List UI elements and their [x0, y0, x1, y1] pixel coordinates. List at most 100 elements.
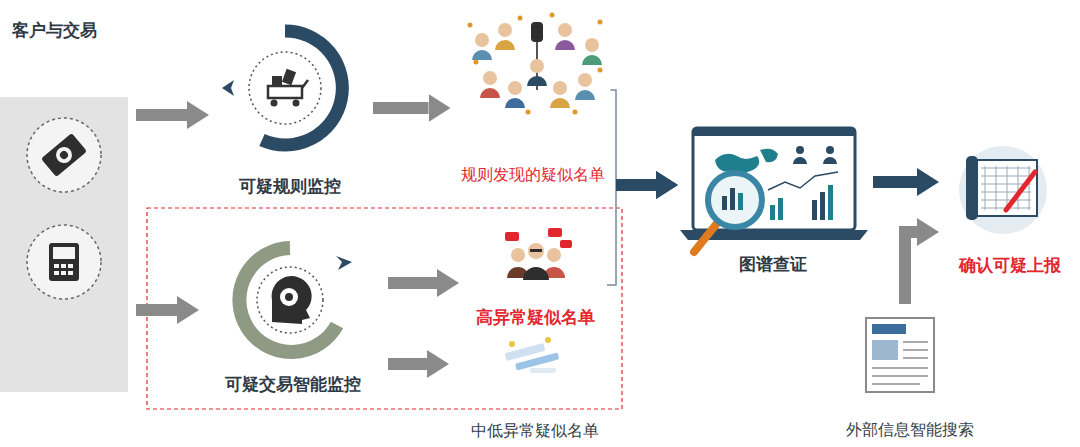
graph-laptop-picture-part [738, 193, 743, 210]
customer-panel-part [68, 264, 73, 268]
suspect-crowd-picture-part [558, 23, 572, 37]
ai-region-dashed [147, 208, 622, 409]
node-label: 中低异常疑似名单 [471, 421, 599, 441]
node-label: 高异常疑似名单 [476, 307, 595, 328]
low-risk-list-node: 中低异常疑似名单 [455, 335, 615, 441]
suspect-crowd-picture-part [518, 16, 523, 21]
report-scroll-picture-part [1006, 172, 1035, 210]
suspect-crowd-picture-part [495, 40, 515, 50]
customer-panel-part [61, 271, 66, 275]
node-label: 外部信息智能搜索 [846, 420, 974, 440]
suspect-crowd-picture-part [555, 40, 575, 50]
suspect-crowd-picture-part [526, 110, 531, 115]
ai-monitor-icon-part [257, 267, 323, 333]
customer-panel-node: 客户与交易 [0, 20, 128, 392]
report-scroll-picture-part-part [981, 200, 1031, 201]
node-label: 确认可疑上报 [959, 255, 1061, 276]
high-risk-people-picture-part [511, 248, 525, 262]
news-picture-part [903, 357, 928, 359]
text-group: 确认可疑上报 [945, 255, 1075, 276]
suspect-crowd-picture [468, 13, 603, 115]
report-scroll-picture-part-part [981, 176, 1031, 177]
suspect-crowd-picture-part [468, 23, 473, 28]
suspect-crowd-picture-part [505, 98, 525, 108]
news-picture-part [872, 367, 928, 369]
customer-panel-part-part [53, 144, 76, 167]
graph-laptop-picture [680, 128, 868, 252]
suspect-crowd-picture-part [575, 90, 595, 100]
report-scroll-picture-part [959, 146, 1047, 234]
report-node: 确认可疑上报 [945, 140, 1075, 276]
news-picture [866, 318, 934, 392]
text-group: 高异常疑似名单 [465, 307, 605, 328]
flow-arrow [136, 304, 177, 316]
suspect-crowd-picture-part [474, 60, 479, 65]
low-risk-picture-part [530, 368, 556, 373]
flow-arrow [616, 179, 656, 191]
customer-panel-part-part [41, 133, 87, 177]
graph-laptop-picture-part [820, 192, 825, 220]
customer-panel-part [27, 118, 101, 192]
rule-monitor-icon-part [282, 69, 296, 86]
customer-panel-part [49, 243, 79, 281]
flow-arrow [136, 109, 187, 121]
news-picture-part [872, 383, 920, 385]
graph-laptop-picture-part [708, 173, 762, 227]
graph-laptop-picture-part [730, 188, 735, 210]
graph-laptop-picture-part [768, 172, 838, 190]
text-group: 规则发现的疑似名单 [457, 165, 609, 185]
graph-laptop-picture-part [796, 146, 804, 154]
report-scroll-picture-part [975, 160, 1037, 216]
suspect-crowd-picture-part [472, 50, 492, 60]
suspect-crowd-picture-part [475, 33, 489, 47]
graph-check-node: 图谱查证 [680, 120, 865, 275]
low-risk-picture-part [515, 352, 559, 370]
graph-laptop-picture-part [760, 149, 778, 163]
rule-monitor-icon-part [272, 76, 282, 86]
customer-panel-part [41, 133, 87, 177]
bracket-line [611, 90, 617, 185]
high-risk-list-node: 高异常疑似名单 [465, 222, 605, 328]
graph-laptop-picture-part [722, 196, 727, 210]
suspect-crowd-picture-part [530, 59, 544, 73]
suspect-crowd-picture-part [585, 38, 599, 52]
flow-arrow [388, 277, 437, 289]
graph-laptop-picture-part [778, 198, 783, 220]
low-risk-picture-part [509, 341, 515, 347]
ai-monitor-icon-part [239, 248, 337, 352]
news-picture-part [903, 341, 928, 343]
graph-laptop-picture-part [812, 200, 817, 220]
news-picture-part [872, 324, 906, 334]
flow-arrow [616, 179, 656, 191]
suspect-crowd-picture-part [578, 73, 592, 87]
customer-panel-part [61, 264, 66, 268]
ai-monitor-icon-part [336, 256, 352, 270]
suspect-crowd-picture-part [531, 22, 543, 42]
ai-monitor-icon-part [272, 276, 312, 324]
rule-list-node: 规则发现的疑似名单 [457, 10, 609, 185]
flow-arrow [905, 232, 917, 304]
news-picture-part [866, 318, 934, 392]
ai-monitor-icon [239, 248, 352, 352]
suspect-crowd-picture-part [550, 98, 570, 108]
suspect-crowd-picture-part [498, 23, 512, 37]
report-scroll-picture-part-part [981, 192, 1031, 193]
flow-arrow [373, 102, 429, 114]
flow-arrow [873, 176, 917, 188]
rule-monitor-node: 可疑规则监控 [215, 25, 365, 197]
customer-panel-part [0, 97, 128, 392]
text-group: 客户与交易 [12, 20, 128, 41]
text-group: 可疑交易智能监控 [205, 374, 380, 395]
graph-laptop-picture-part [693, 128, 855, 230]
suspect-crowd-picture-part [527, 76, 547, 86]
graph-laptop-picture-part [770, 205, 775, 220]
report-scroll-picture-part-part [1007, 166, 1008, 210]
graph-laptop-picture-part [693, 128, 855, 136]
customer-panel-part [27, 225, 101, 299]
text-group: 外部信息智能搜索 [835, 420, 985, 440]
report-scroll-picture-part-part [996, 166, 997, 210]
report-scroll-picture [959, 146, 1047, 234]
